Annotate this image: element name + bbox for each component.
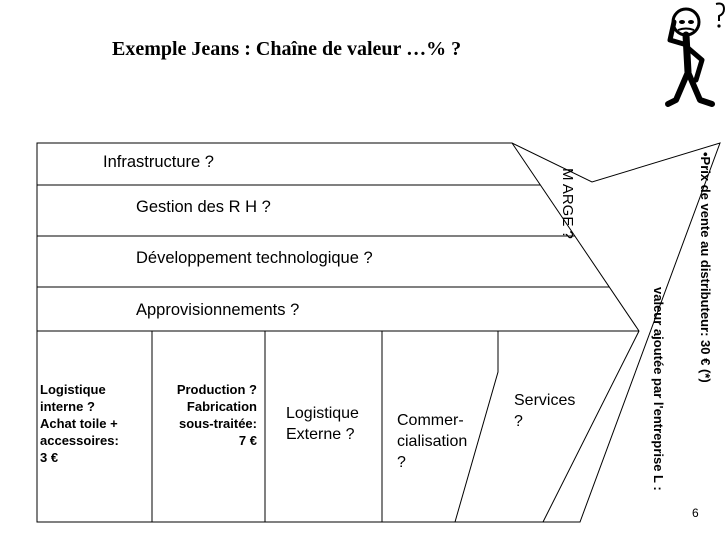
support-approvisionnements: Approvisionnements ?: [136, 301, 300, 319]
primary-commercialisation: Commer- cialisation ?: [397, 412, 468, 471]
primary-logistique-externe: Logistique Externe ?: [286, 405, 359, 443]
support-grh: Gestion des R H ?: [136, 198, 271, 216]
primary-logistique-interne: Logistique interne ? Achat toile + acces…: [40, 382, 119, 465]
side-prix-vente: •Prix de vente au distributeur: 30 € (*): [698, 152, 713, 383]
primary-production: Production ? Fabrication sous-traitée: 7…: [176, 382, 257, 448]
marge-label: M ARGE ?: [559, 168, 576, 239]
support-infrastructure: Infrastructure ?: [103, 153, 214, 171]
primary-services: Services ?: [514, 392, 576, 430]
side-valeur-ajoutee: valeur ajoutée par l'entreprise L :: [651, 287, 666, 491]
page-title: Exemple Jeans : Chaîne de valeur …% ?: [112, 38, 462, 60]
support-techno: Développement technologique ?: [136, 249, 373, 267]
question-figure-icon: [665, 2, 726, 107]
page-number: 6: [692, 506, 699, 520]
activity-divider: [454, 331, 499, 523]
